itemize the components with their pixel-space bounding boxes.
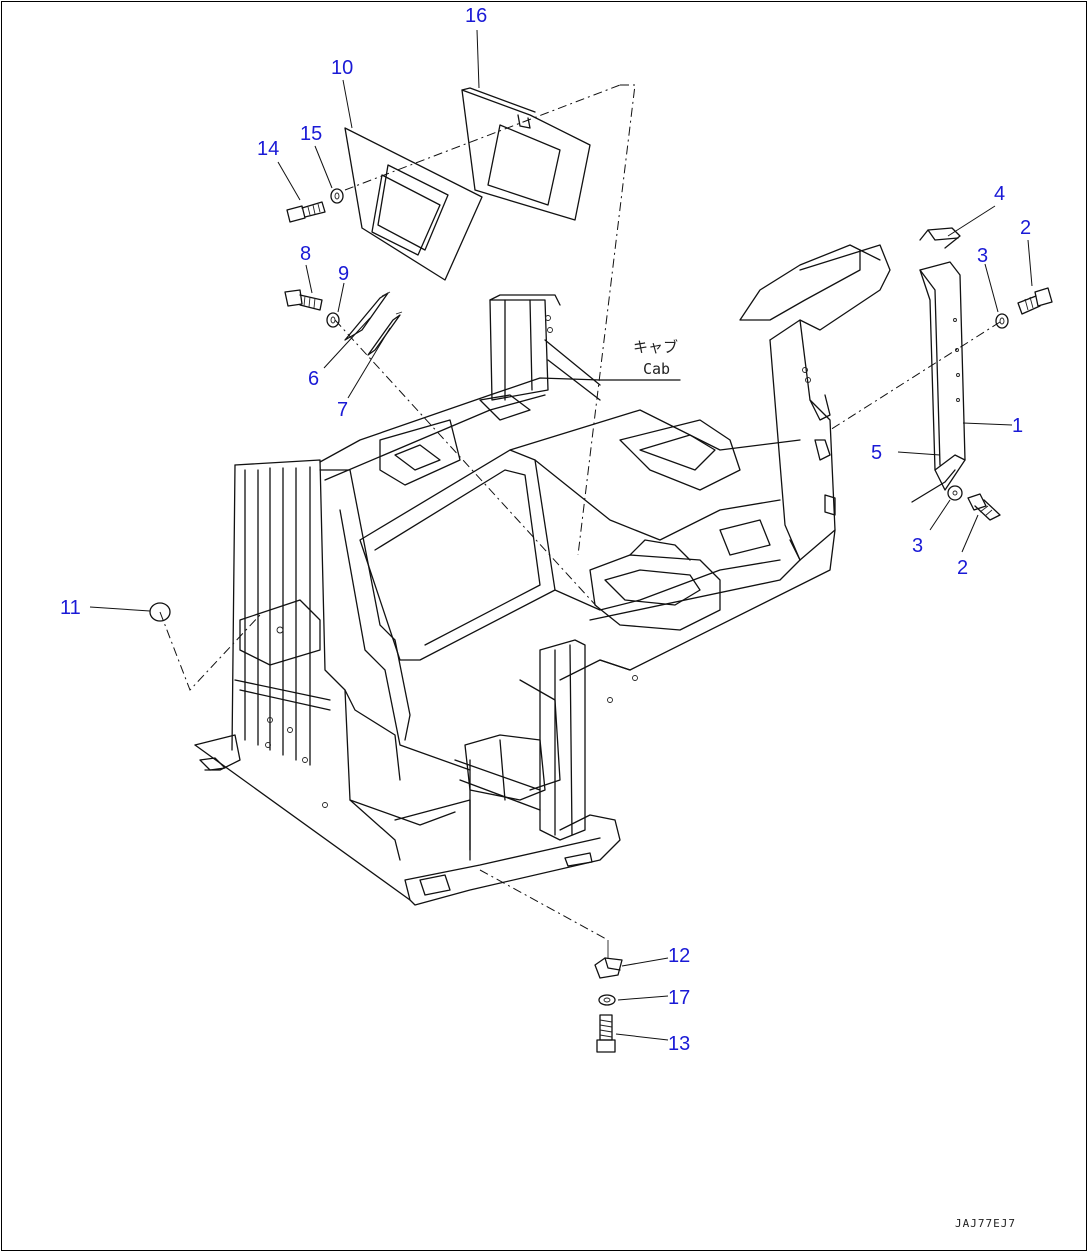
part-2-bolt-upper <box>1017 287 1053 315</box>
assembly-lines <box>159 84 1001 941</box>
callout-13: 15 <box>300 123 322 145</box>
part-3-washer-upper <box>995 313 1009 329</box>
part-4-clip <box>919 227 961 249</box>
part-10-panel <box>344 127 483 281</box>
callout-5: 5 <box>871 442 882 464</box>
part-16-bolt <box>596 1014 616 1053</box>
part-1-grab-handle <box>911 261 966 503</box>
part-13-washer <box>330 188 344 204</box>
part-3-washer-lower <box>947 485 963 501</box>
callout-1: 1 <box>1012 415 1023 437</box>
callout-2-upper: 2 <box>1020 217 1031 239</box>
part-6-7-brackets <box>344 291 403 356</box>
callout-15: 12 <box>668 945 690 967</box>
callout-8: 8 <box>300 243 311 265</box>
part-14-plug <box>149 602 171 622</box>
callout-2-lower: 2 <box>957 557 968 579</box>
callout-11: 16 <box>465 5 487 27</box>
part-2-bolt-lower <box>967 493 1001 521</box>
callout-17: 17 <box>668 987 690 1009</box>
callout-7: 7 <box>337 399 348 421</box>
callout-3-lower: 3 <box>912 535 923 557</box>
part-9-washer <box>326 312 340 328</box>
cab-label-en: Cab <box>643 360 670 378</box>
part-12-bolt <box>286 201 326 223</box>
part-11-panel <box>461 87 591 221</box>
callout-12: 14 <box>257 138 279 160</box>
callout-labels: 16 10 14 15 8 9 6 7 4 2 3 1 5 3 2 11 12 … <box>60 5 1031 1055</box>
callout-4: 4 <box>994 183 1005 205</box>
leader-lines <box>89 29 1033 1041</box>
part-15-bracket <box>594 940 623 979</box>
callout-14: 11 <box>60 597 81 619</box>
part-17-washer <box>598 994 616 1006</box>
cab-label-jp: キャブ <box>633 338 678 356</box>
callout-10: 10 <box>331 57 353 79</box>
callout-9: 9 <box>338 263 349 285</box>
part-8-bolt <box>284 289 323 311</box>
callout-6: 6 <box>308 368 319 390</box>
callout-3-upper: 3 <box>977 245 988 267</box>
cab-frame <box>194 244 891 906</box>
callout-16: 13 <box>668 1033 690 1055</box>
drawing-code: JAJ77EJ7 <box>955 1217 1016 1230</box>
